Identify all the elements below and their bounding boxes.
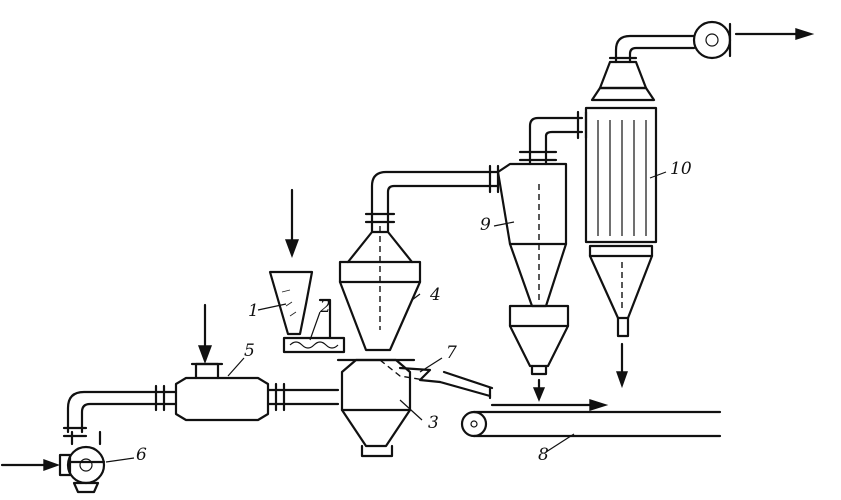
steam-inlet-arrow-heater — [197, 303, 213, 364]
label-5: 5 — [244, 341, 255, 361]
exhaust-duct — [608, 34, 696, 64]
separator-4 — [338, 212, 422, 352]
product-flow-arrow — [490, 399, 609, 411]
label-3: 3 — [428, 413, 439, 433]
screw-feeder-2 — [282, 298, 346, 354]
air-inlet-arrow — [0, 459, 61, 471]
label-2: 2 — [319, 297, 331, 317]
exhaust-outlet-arrow — [734, 28, 815, 40]
label-10: 10 — [670, 159, 692, 179]
label-7: 7 — [446, 343, 457, 363]
leader-lines — [105, 171, 667, 463]
label-4: 4 — [429, 285, 441, 305]
steam-nozzle-7 — [379, 359, 494, 400]
fan-6 — [58, 430, 106, 494]
feed-inlet-arrow — [284, 188, 300, 258]
duct-separator-to-cyclone — [370, 164, 500, 216]
exhaust-fan — [692, 20, 732, 60]
multicyclone-10 — [584, 60, 658, 338]
duct-fan-to-heater — [62, 384, 178, 438]
dryer-chamber-3 — [336, 358, 416, 458]
label-6: 6 — [136, 445, 147, 465]
cyclone-9 — [496, 110, 588, 376]
feed-hopper-1 — [268, 270, 314, 336]
belt-conveyor-8 — [460, 410, 722, 438]
label-8: 8 — [538, 445, 549, 465]
multicyclone-10-discharge-arrow — [616, 342, 628, 389]
air-heater-5 — [174, 362, 340, 422]
label-9: 9 — [480, 215, 491, 235]
label-1: 1 — [248, 301, 259, 321]
cyclone-9-discharge-arrow — [532, 378, 546, 402]
